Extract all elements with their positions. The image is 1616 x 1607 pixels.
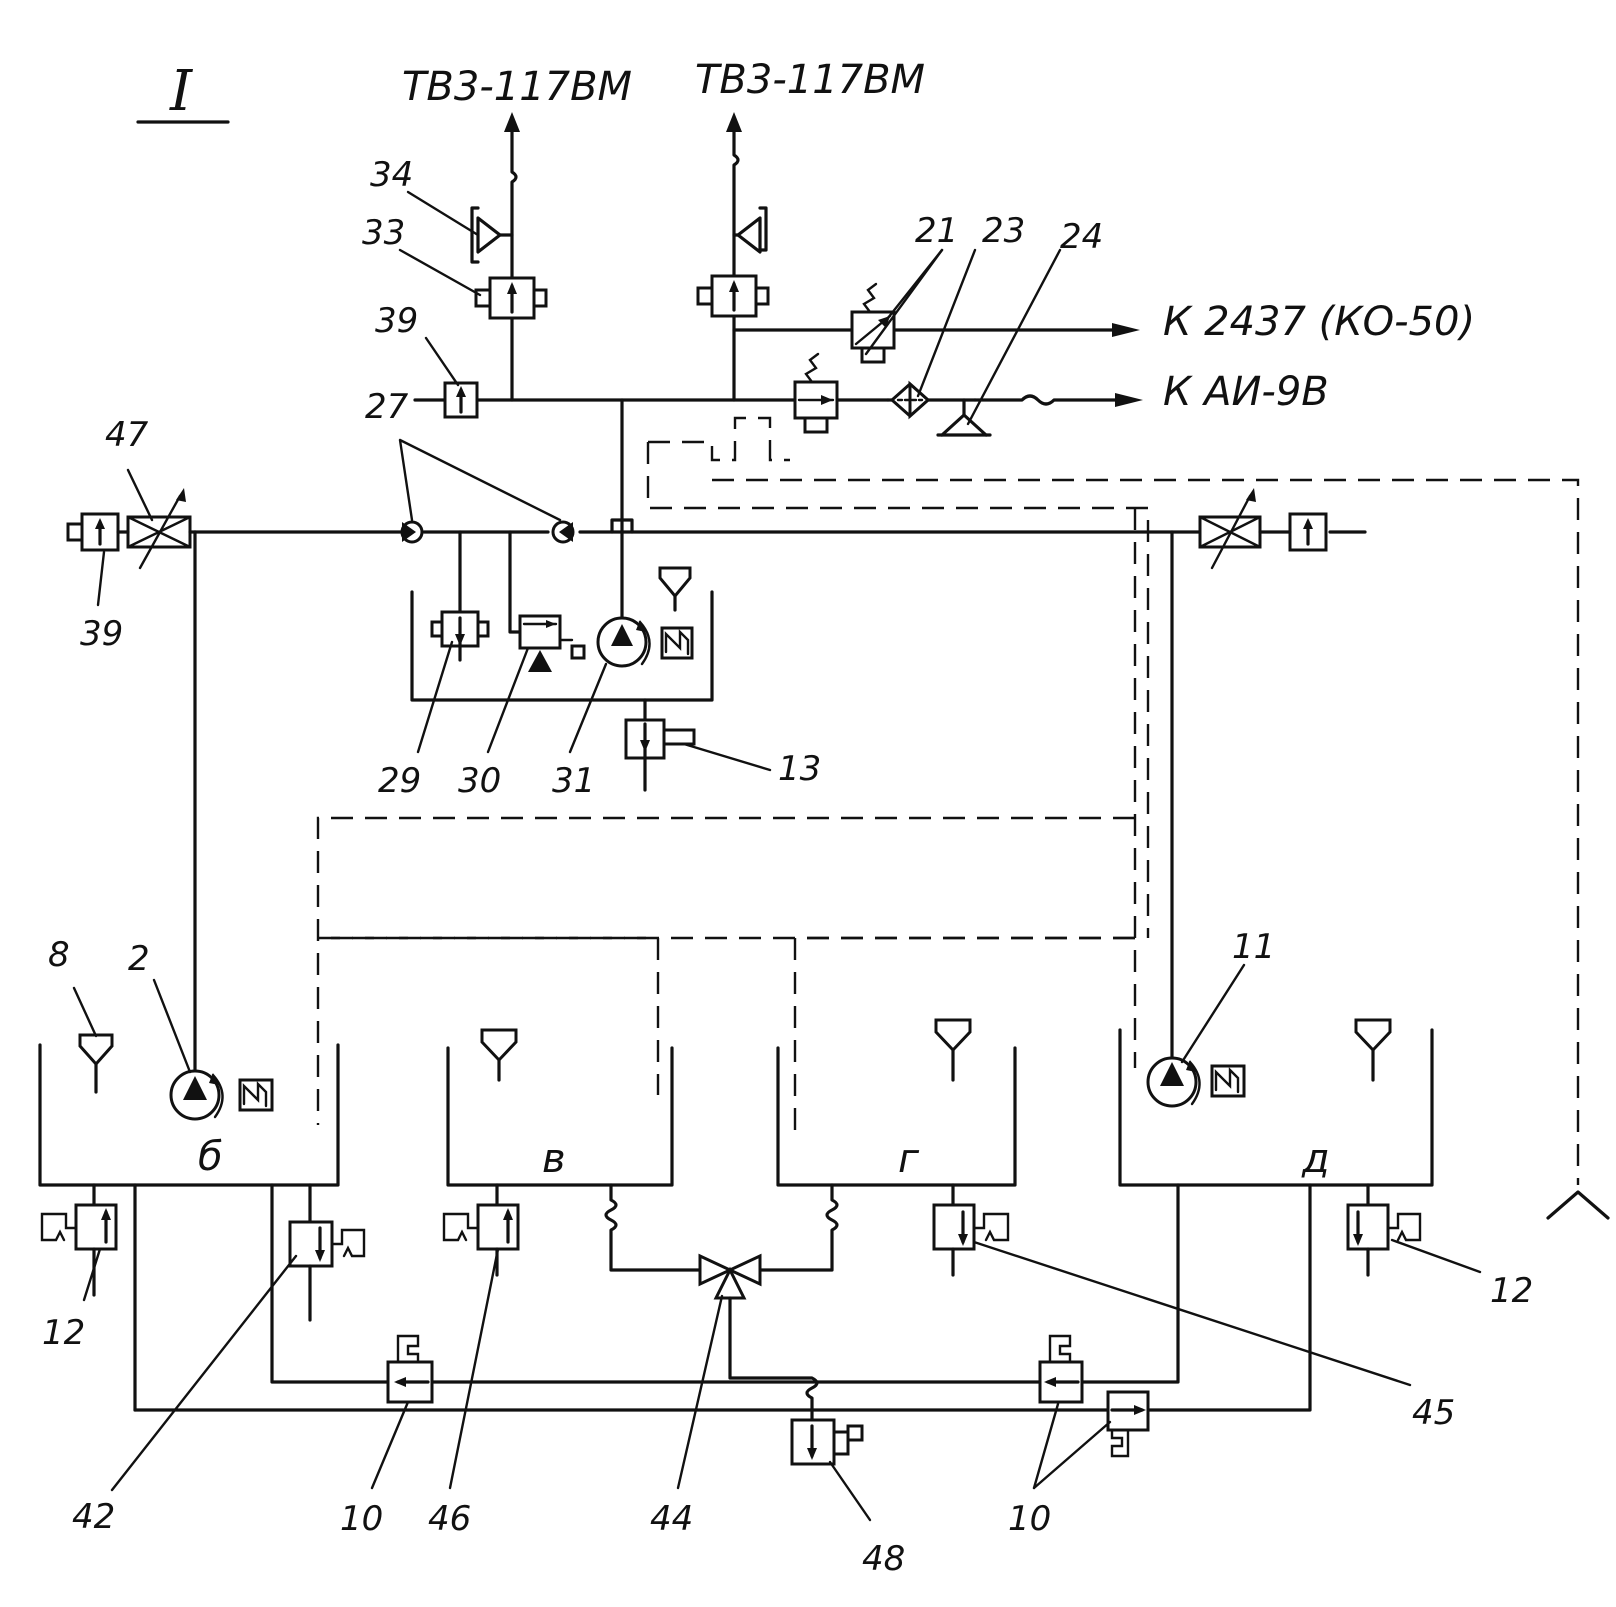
pressure-reducing-valve-icon: [850, 282, 896, 364]
tank-v-label: в: [542, 1136, 566, 1182]
label-21: 21: [915, 211, 958, 251]
drain-valve-13-icon: [624, 718, 696, 792]
control-dashed-line-b: [316, 816, 1135, 1125]
drain-valve-42-icon: [288, 1220, 366, 1322]
leader-lines: [72, 190, 1482, 1522]
drain-valve-46-icon: [442, 1203, 520, 1277]
drain-outlet-icon: [1546, 1190, 1610, 1220]
engine-right-label: ТВ3-117ВМ: [695, 57, 925, 103]
three-way-valve-44-icon: [698, 1253, 762, 1300]
fuel-level-sensor-icon: [1354, 1018, 1392, 1082]
tank-b-label: б: [198, 1134, 223, 1180]
tank-g-outline: [776, 1046, 1017, 1187]
label-12-right: 12: [1490, 1271, 1533, 1311]
transfer-line-d-inner: [1080, 1183, 1180, 1384]
pressure-sensor-icon: [732, 206, 768, 254]
drain-valve-12-left-icon: [40, 1203, 118, 1297]
label-46: 46: [428, 1499, 471, 1539]
label-12-left: 12: [42, 1313, 85, 1353]
relief-valve-30-icon: [518, 614, 586, 672]
tank-d-outline: [1118, 1028, 1434, 1187]
label-44: 44: [650, 1499, 693, 1539]
pressure-reducing-valve-icon: [793, 352, 839, 434]
valve-44-drain-line: [728, 1296, 819, 1422]
control-dashed-line-g: [793, 936, 1135, 1135]
check-valve-10-left-icon: [386, 1334, 434, 1404]
check-valve-39-icon: [443, 381, 479, 419]
transfer-line-d-outer: [1146, 1183, 1312, 1412]
adjustable-throttle-47-icon: [126, 488, 192, 570]
tank-b-outline: [38, 1043, 340, 1187]
control-dashed-line: [648, 416, 790, 462]
engine-left-feed-line: [504, 112, 520, 402]
label-42: 42: [72, 1497, 115, 1537]
service-tank-outline: [410, 590, 714, 702]
engine-right-feed-line: [726, 112, 742, 402]
label-27-leader: [398, 438, 562, 522]
drain-valve-12-right-icon: [1346, 1203, 1422, 1277]
label-30: 30: [458, 761, 501, 801]
fuel-level-sensor-icon: [658, 566, 692, 612]
label-23: 23: [982, 211, 1025, 251]
shutoff-valve-icon: [696, 274, 770, 318]
drain-valve-29-icon: [430, 610, 490, 662]
apu-supply-line: [973, 394, 1130, 406]
heater-arrow: [1112, 323, 1140, 337]
label-39-top: 39: [375, 301, 418, 341]
label-10-left: 10: [340, 1499, 383, 1539]
label-45: 45: [1412, 1393, 1455, 1433]
label-13: 13: [778, 749, 821, 789]
label-47: 47: [105, 415, 149, 455]
apu-destination-label: К АИ-9В: [1163, 369, 1329, 415]
drain-valve-45-icon: [932, 1203, 1010, 1277]
engine-left-label: ТВ3-117ВМ: [402, 64, 632, 110]
fuel-level-sensor-icon: [480, 1028, 518, 1082]
label-27: 27: [365, 387, 409, 427]
filter-icon: [889, 380, 931, 420]
tank-g-label: г: [898, 1136, 920, 1182]
control-dashed-line-right: [712, 478, 1580, 1185]
label-2: 2: [128, 939, 150, 979]
check-valve-icon: [551, 520, 575, 544]
control-dashed-line-v: [318, 936, 660, 1095]
label-34: 34: [370, 155, 413, 195]
check-valve-10-mid-icon: [1038, 1334, 1084, 1404]
drain-valve-48-icon: [790, 1418, 864, 1466]
booster-pump-31-icon: [596, 616, 694, 668]
tank-d-label: д: [1301, 1136, 1330, 1182]
pump-2-icon: [169, 1069, 274, 1121]
check-valve-icon: [400, 520, 424, 544]
pressure-sensor-24-icon: [936, 398, 992, 437]
fuel-level-sensor-icon: [934, 1018, 972, 1082]
label-48: 48: [862, 1539, 905, 1579]
label-24: 24: [1060, 217, 1103, 257]
fuel-level-sensor-icon: [78, 1033, 114, 1094]
check-valve-39-left-icon: [66, 512, 120, 552]
label-11: 11: [1232, 927, 1275, 967]
label-10-right: 10: [1008, 1499, 1051, 1539]
pump-11-icon: [1146, 1056, 1246, 1108]
section-number: I: [169, 59, 194, 124]
control-dashed-line-left: [646, 442, 1150, 938]
label-8: 8: [48, 935, 70, 975]
tank-v-outline: [446, 1046, 674, 1187]
apu-arrow: [1115, 393, 1143, 407]
label-29: 29: [378, 761, 421, 801]
check-valve-right-icon: [1288, 512, 1328, 552]
label-39-left: 39: [80, 614, 123, 654]
label-31: 31: [552, 761, 595, 801]
junction-icon: [610, 518, 634, 534]
shutoff-valve-icon: [474, 276, 548, 320]
adjustable-throttle-right-icon: [1198, 488, 1262, 570]
label-33: 33: [362, 213, 405, 253]
check-valve-10-right-icon: [1106, 1390, 1150, 1458]
heater-destination-label: К 2437 (КО-50): [1163, 299, 1475, 345]
relief-line: [508, 530, 522, 634]
